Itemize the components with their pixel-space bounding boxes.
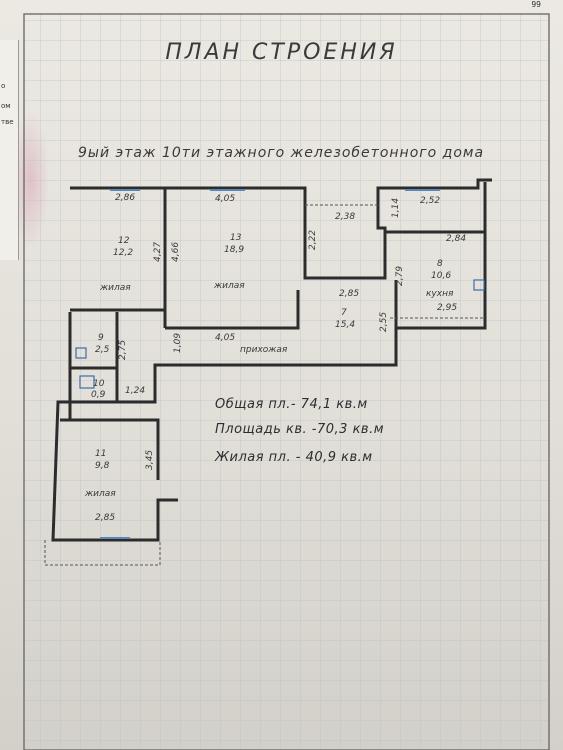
dim-label: 2,75	[118, 340, 128, 360]
summary-apartment: Площадь кв. -70,3 кв.м	[215, 422, 385, 437]
room-number: 11	[95, 449, 106, 459]
dim-label: 2,38	[335, 212, 355, 222]
room-number: 9	[98, 333, 104, 343]
room-area: 18,9	[224, 245, 244, 255]
wall-bath	[68, 312, 119, 402]
dim-label: 4,27	[153, 242, 163, 262]
room-area: 9,8	[95, 461, 110, 471]
room-number: 12	[118, 236, 130, 246]
room-type: жилая	[84, 489, 116, 499]
wall-kitchen	[385, 230, 485, 328]
page-number: 99	[531, 0, 541, 9]
room-type: жилая	[99, 283, 131, 293]
hall-label: прихожая	[240, 345, 288, 355]
wall-11-top	[60, 402, 160, 480]
summary-total: Общая пл.- 74,1 кв.м	[215, 397, 368, 412]
dim-label: 2,85	[95, 513, 115, 523]
adjacent-page-edge: о ом тве	[0, 40, 19, 260]
dim-label: 1,09	[173, 333, 183, 353]
dim-label: 2,95	[437, 303, 457, 313]
dim-label: 2,86	[115, 193, 135, 203]
dim-label: 3,45	[145, 450, 155, 470]
dim-label: 1,24	[125, 386, 145, 396]
dim-label: 1,14	[391, 198, 401, 218]
room-area: 2,5	[95, 345, 110, 355]
edge-text: тве	[1, 118, 14, 126]
room-area: 12,2	[113, 248, 133, 258]
summary-living: Жилая пл. - 40,9 кв.м	[215, 450, 373, 465]
dim-label: 2,22	[308, 230, 318, 250]
edge-text: о	[1, 82, 6, 90]
dim-label: 4,05	[215, 194, 235, 204]
room-area: 10,6	[431, 271, 451, 281]
room-number: 13	[230, 233, 242, 243]
balcony-outline	[44, 540, 161, 566]
plan-subtitle: 9ый этаж 10ти этажного железобетонного д…	[78, 145, 485, 161]
toilet-icon	[79, 375, 95, 389]
outer-wall	[51, 178, 492, 542]
page-title: ПЛАН СТРОЕНИЯ	[165, 40, 398, 65]
dim-label: 2,55	[379, 312, 389, 332]
stove-icon	[473, 279, 485, 291]
room-number: 10	[93, 379, 105, 389]
edge-text: ом	[1, 102, 11, 110]
sink-icon	[75, 347, 87, 359]
dim-label: 2,52	[420, 196, 440, 206]
room-area: 0,9	[91, 390, 106, 400]
room-number: 8	[437, 259, 443, 269]
wall-13-bottom	[165, 290, 300, 330]
room-type: жилая	[213, 281, 245, 291]
dim-label: 2,85	[339, 289, 359, 299]
room-area: 15,4	[335, 320, 355, 330]
room-type: кухня	[426, 289, 454, 299]
dim-label: 2,79	[395, 266, 405, 286]
room-number: 7	[341, 308, 347, 318]
dim-label: 4,66	[171, 242, 181, 262]
dim-label: 2,84	[446, 234, 466, 244]
dim-label: 4,05	[215, 333, 235, 343]
